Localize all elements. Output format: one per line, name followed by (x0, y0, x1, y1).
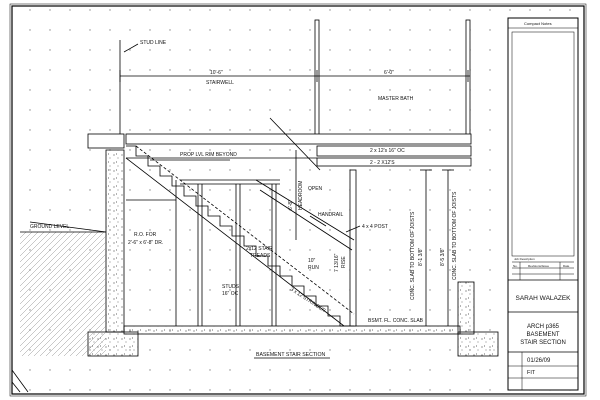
tb-author: SARAH WALAZEK (515, 295, 571, 302)
label-joist-double: 2 - 2 X12'S (370, 160, 395, 166)
joist-2x12 (316, 145, 472, 157)
label-post: 4 x 4 POST (362, 224, 388, 230)
leader-post (345, 225, 361, 233)
corner-mark (11, 381, 21, 393)
rev-header-desc: Revisions/Issue (528, 264, 549, 268)
label-studs-oc: 16" OC (222, 291, 239, 297)
label-dim-bath: 6'-0" (384, 70, 394, 76)
label-prop-beyond: PROP LVL RIM BEYOND (180, 152, 237, 158)
label-studs: STUDS (222, 284, 240, 290)
label-dim-stairwell: 10'-6" (210, 70, 223, 76)
floor-joist-band (125, 133, 472, 145)
label-run: 10" (308, 258, 316, 264)
title-block-frame (507, 17, 579, 391)
headroom-diagonal (269, 117, 321, 171)
foundation-wall-right (457, 281, 475, 335)
label-run-2: RUN (308, 265, 319, 271)
concrete-slab (123, 325, 461, 335)
label-ground-level: GROUND LEVEL (30, 224, 69, 230)
label-dim-vert-2: 8'-5 3/8" (440, 247, 446, 266)
label-stairwell: STAIRWELL (206, 80, 234, 86)
title-block: Compact Notes Job Description No. Revisi… (507, 17, 579, 391)
label-headroom: HEADROOM (298, 181, 304, 210)
label-conc-clear-1: CONC. SLAB TO BOTTOM OF JOISTS (410, 211, 416, 300)
label-ro-door: R.O. FOR (134, 232, 157, 238)
rim-beam (87, 133, 125, 149)
leader-ground (29, 221, 107, 233)
stringer-top (135, 145, 355, 315)
label-ro-door-size: 2'-6" x 6'-8" DR. (128, 240, 163, 246)
tb-top-label: Compact Notes (524, 21, 552, 26)
drawing-title: BASEMENT STAIR SECTION (256, 352, 326, 358)
post-4x4 (349, 169, 357, 327)
label-stud-line: STUD LINE (140, 40, 167, 46)
label-stair-treads-2: TREADS (250, 253, 271, 259)
tb-notes-area (511, 31, 575, 257)
leader-handrail (309, 215, 327, 227)
stair-treads (126, 145, 354, 327)
joist-double (316, 157, 472, 167)
earth-hatch (20, 232, 106, 356)
tb-date: 01/26/09 (527, 358, 551, 364)
handrail (255, 179, 355, 241)
label-rise-2: RISE (341, 256, 347, 268)
label-dim-vert-1: 8'-1 3/8" (418, 247, 424, 266)
corner-mark (11, 369, 29, 393)
stair-section-drawing (11, 19, 499, 393)
tb-project-line-2: BASEMENT (526, 332, 559, 338)
label-open: OPEN (308, 186, 323, 192)
sheet-outer-border (9, 3, 587, 397)
label-joist: 2 x 12's 16" OC (370, 148, 405, 154)
label-slab: BSMT. FL. CONC. SLAB (368, 318, 424, 324)
tb-project-line-3: STAIR SECTION (520, 340, 566, 346)
label-headroom-dim: 6'-8" (288, 200, 294, 210)
label-conc-clear-2: CONC. SLAB TO BOTTOM OF JOISTS (452, 191, 458, 280)
tb-name-label: Job Description (514, 257, 535, 261)
label-stair-treads: 2x12 STAIR (246, 246, 273, 252)
footing-right (457, 331, 499, 357)
tb-scale: FIT (527, 370, 536, 376)
rev-header-no: No. (513, 264, 518, 268)
tb-project-line-1: ARCH p365 (527, 324, 560, 330)
handrail-lower (259, 189, 353, 251)
label-master-bath: MASTER BATH (378, 96, 414, 102)
rev-header-date: Date (563, 264, 570, 268)
foundation-wall (105, 149, 125, 333)
label-handrail: HANDRAIL (318, 212, 344, 218)
sheet-border (11, 5, 585, 395)
stringer-bottom (125, 157, 345, 327)
leader-stud-line (123, 43, 139, 53)
label-rise: 7 13/16" (334, 253, 340, 272)
